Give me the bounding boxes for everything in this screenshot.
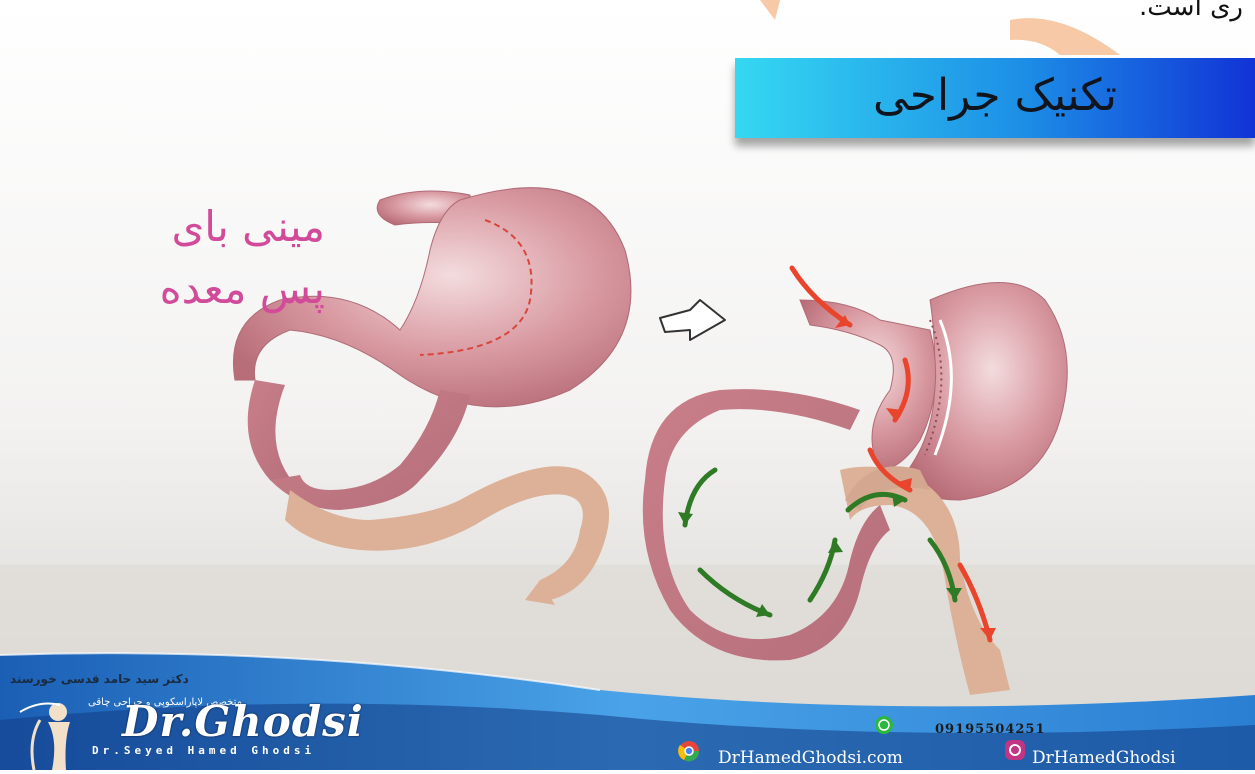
phone-number: 09195504251 [935, 722, 1046, 737]
procedure-label-line2: پس معده [95, 258, 325, 320]
instagram-icon [1005, 740, 1025, 760]
logo-subtitle: Dr.Seyed Hamed Ghodsi [92, 744, 315, 757]
whatsapp-icon [875, 716, 893, 734]
procedure-label-line1: مینی بای [95, 196, 325, 258]
title-banner: تکنیک جراحی [735, 58, 1255, 138]
website-link[interactable]: DrHamedGhodsi.com [718, 748, 903, 768]
procedure-label: مینی بای پس معده [95, 196, 325, 320]
page-title: تکنیک جراحی [735, 70, 1255, 121]
instagram-handle[interactable]: DrHamedGhodsi [1032, 748, 1176, 768]
doctor-name: دکتر سید حامد قدسی خورسند [10, 672, 189, 686]
logo-script-text: Dr.Ghodsi [122, 697, 364, 746]
top-text-fragment: ری است. [1139, 0, 1243, 22]
